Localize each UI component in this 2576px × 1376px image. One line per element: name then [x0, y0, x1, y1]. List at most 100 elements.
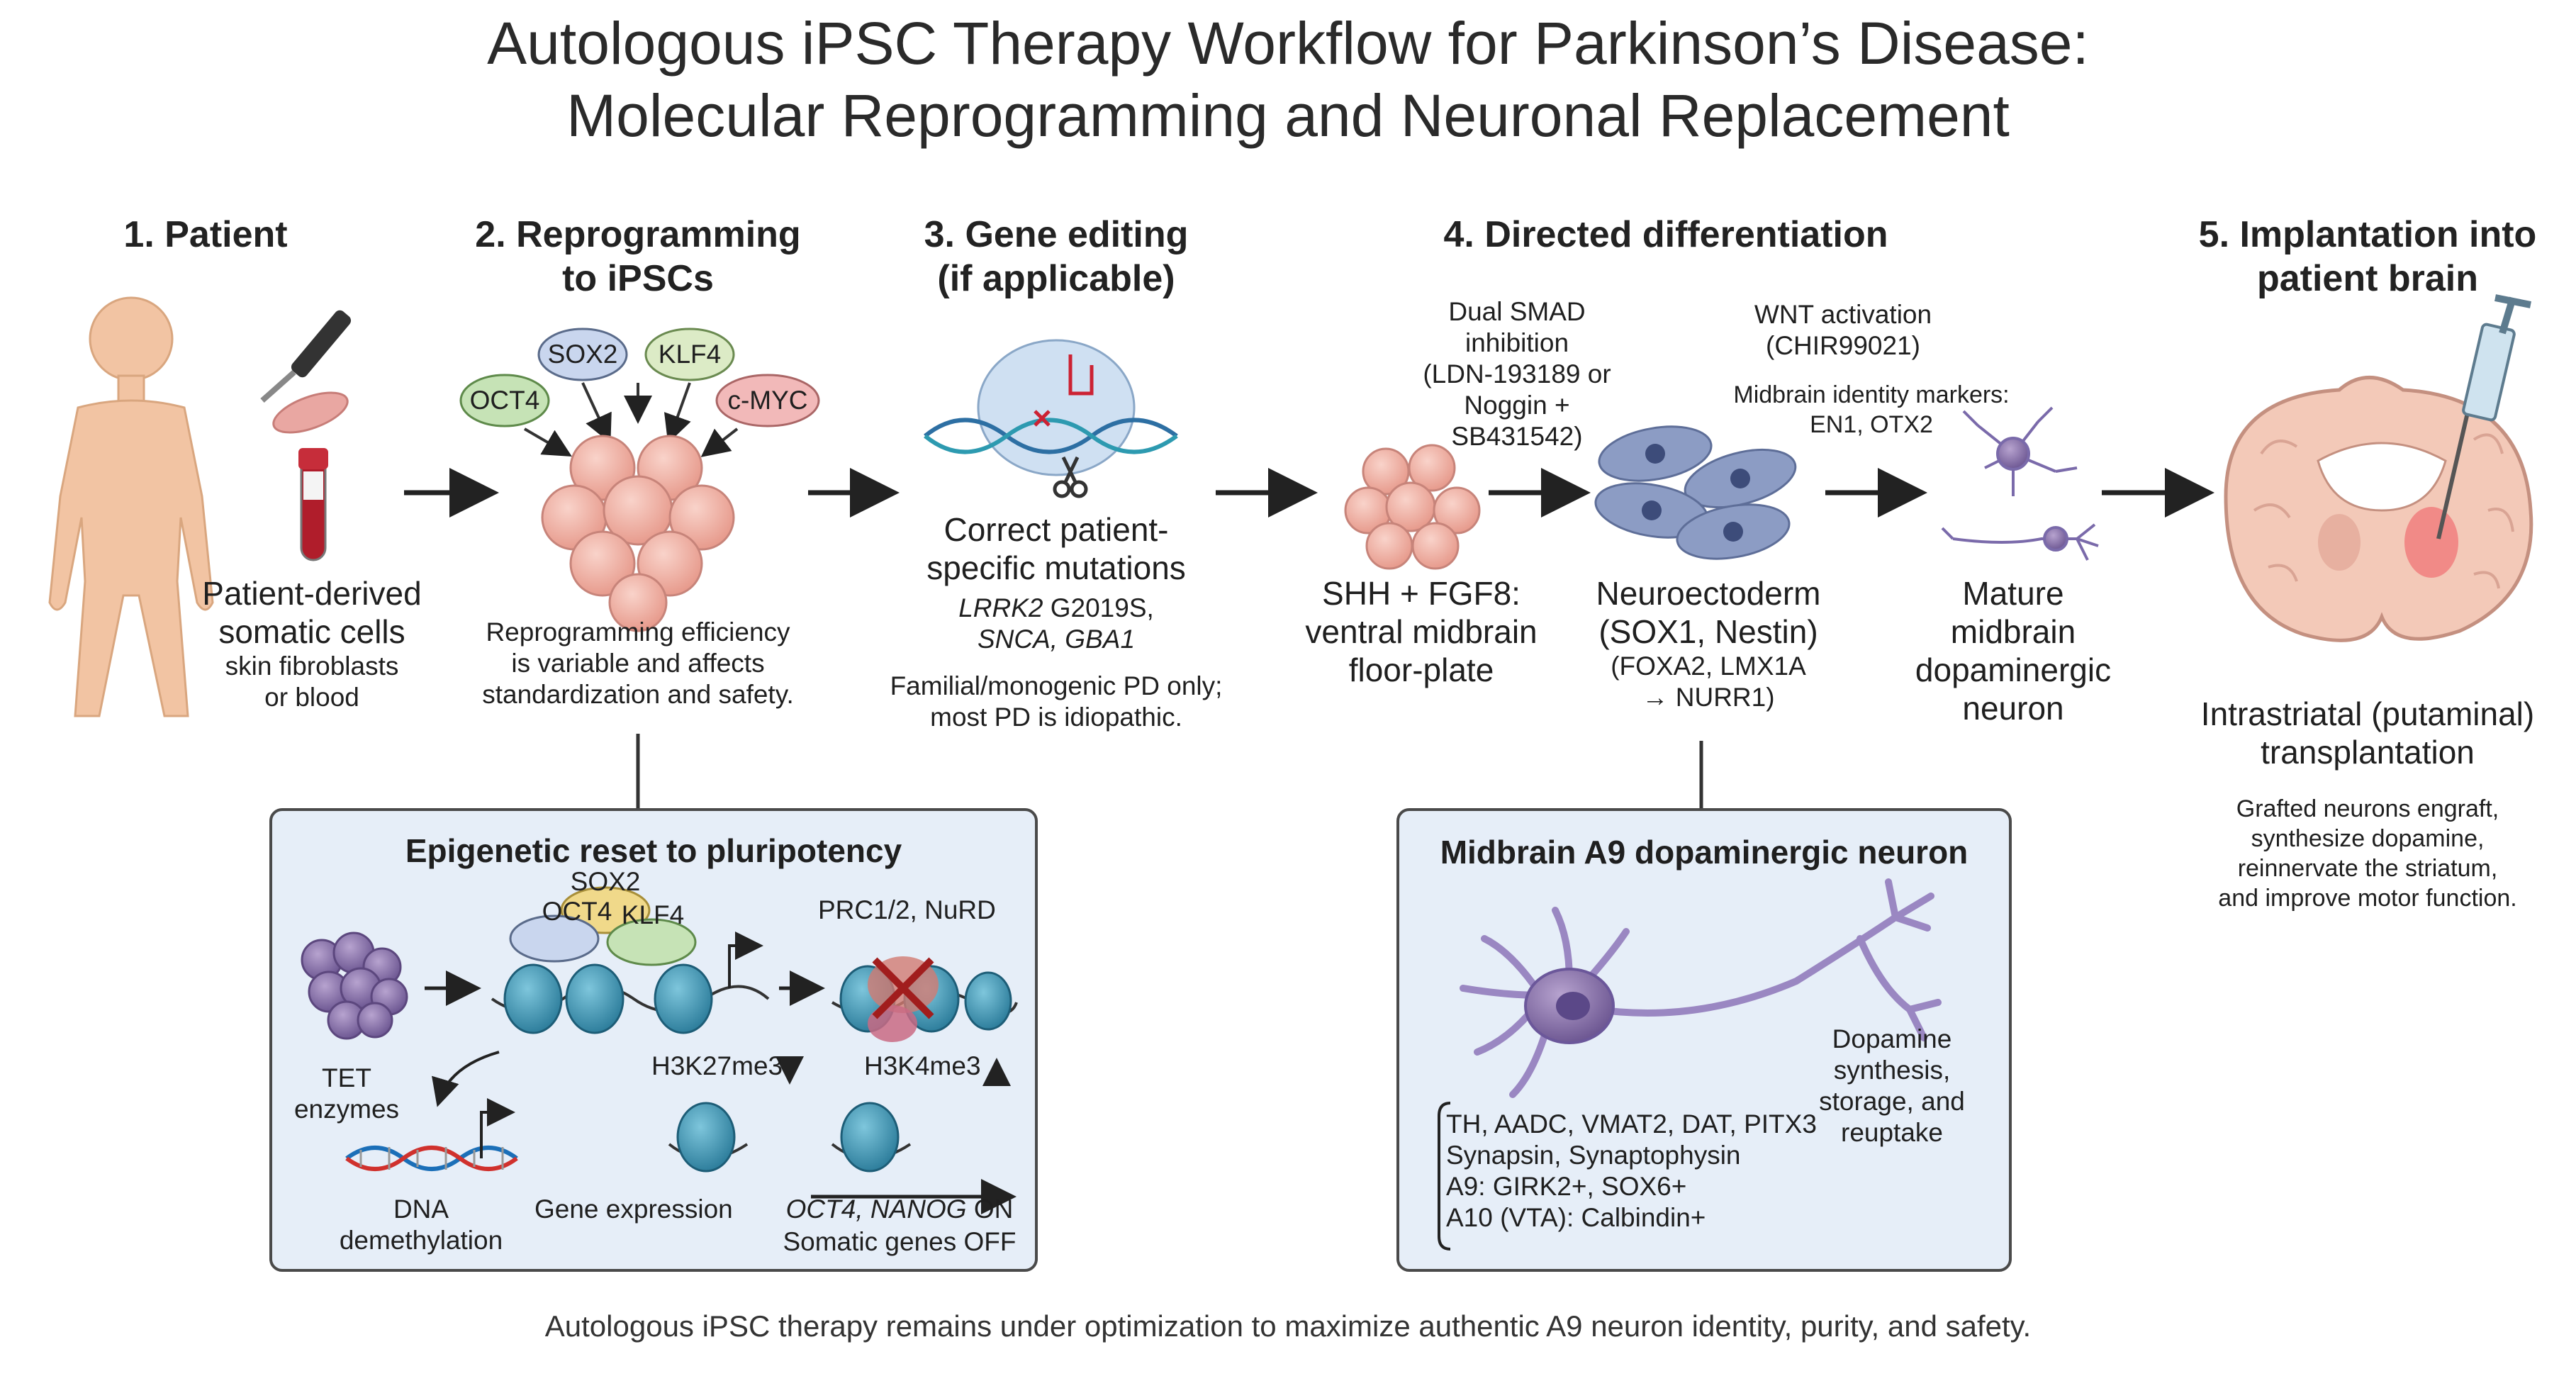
dual-smad-label: Dual SMAD inhibition (LDN-193189 or Nogg… — [1411, 296, 1623, 452]
fibroblast-icon — [272, 391, 349, 434]
dopamine-label: Dopamine synthesis, storage, and reuptak… — [1796, 1024, 1988, 1148]
dna-1: DNA — [393, 1195, 449, 1224]
somatic-cell-cluster-icon — [301, 932, 408, 1040]
dna-2: demethylation — [339, 1226, 503, 1255]
dual-smad-2: inhibition — [1465, 328, 1569, 357]
floorplate-2: ventral midbrain — [1305, 613, 1538, 650]
dual-smad-4: Noggin + — [1464, 391, 1570, 420]
lrrk2-gene: LRRK2 — [958, 593, 1043, 622]
implantation-note: Grafted neurons engraft, synthesize dopa… — [2176, 794, 2559, 913]
footer-note: Autologous iPSC therapy remains under op… — [544, 1309, 2032, 1343]
dual-smad-5: SB431542) — [1451, 422, 1583, 451]
title-line-2: Molecular Reprogramming and Neuronal Rep… — [566, 82, 2010, 149]
gene-editing-label-2: specific mutations — [926, 549, 1186, 586]
factor-cmyc — [715, 374, 820, 427]
dual-smad-3: (LDN-193189 or — [1423, 359, 1611, 388]
wnt-activation-label: WNT activation (CHIR99021) — [1694, 299, 1992, 362]
box-klf4-oval — [606, 918, 697, 966]
patient-sub-1: skin fibroblasts — [225, 651, 399, 681]
factor-oct4-label: OCT4 — [469, 386, 540, 415]
h3k4me3-label: H3K4me3 — [864, 1051, 981, 1080]
step-3-heading: 3. Gene editing (if applicable) — [858, 213, 1255, 301]
factor-cmyc-label: c-MYC — [727, 386, 808, 415]
prc-label: PRC1/2, NuRD — [818, 895, 996, 924]
mature-2: midbrain — [1950, 613, 2076, 650]
gene-expression-label: Gene expression — [534, 1195, 733, 1224]
implantation-note-3: reinnervate the striatum, — [2237, 855, 2498, 882]
step-4-heading: 4. Directed differentiation — [1443, 214, 1888, 255]
wnt-2: (CHIR99021) — [1766, 331, 1920, 360]
gene-editing-label-1: Correct patient- — [943, 511, 1169, 548]
factor-sox2 — [537, 328, 628, 381]
tet-2: enzymes — [293, 1095, 400, 1124]
step-3-line-1: 3. Gene editing — [924, 214, 1189, 255]
step-2-line-1: 2. Reprogramming — [475, 214, 801, 255]
dna-helix-icon — [345, 1146, 518, 1171]
putamen-graft-site — [2404, 507, 2458, 578]
gene-editing-genes-1: LRRK2 G2019S, — [865, 593, 1248, 624]
floorplate-cluster-icon — [1344, 444, 1481, 570]
box-oct4-oval — [509, 914, 600, 963]
wnt-1: WNT activation — [1754, 300, 1932, 329]
implantation-1: Intrastriatal (putaminal) — [2200, 695, 2535, 732]
page-title: Autologous iPSC Therapy Workflow for Par… — [0, 7, 2576, 152]
epigenetic-graphics — [301, 886, 1018, 1214]
markers-1: Midbrain identity markers: — [1733, 381, 2010, 408]
floorplate-label: SHH + FGF8: ventral midbrain floor-plate — [1304, 574, 1538, 689]
gene-editing-block: Correct patient- specific mutations LRRK… — [865, 510, 1248, 733]
reprogramming-note-3: standardization and safety. — [482, 680, 794, 709]
epigenetic-box-title: Epigenetic reset to pluripotency — [405, 832, 902, 869]
implantation-label: Intrastriatal (putaminal) transplantatio… — [2176, 695, 2559, 771]
patient-label-block: Patient-derived somatic cells skin fibro… — [170, 574, 454, 713]
a9-neuron-box: Midbrain A9 dopaminergic neuron Dopamine… — [1396, 808, 2012, 1272]
factor-oct4 — [459, 374, 550, 427]
blood-tube-icon — [298, 448, 328, 561]
implantation-note-1: Grafted neurons engraft, — [2236, 795, 2499, 822]
dopamine-3: storage, and — [1819, 1087, 1965, 1116]
a9-box-title: Midbrain A9 dopaminergic neuron — [1440, 834, 1969, 871]
factor-sox2-label: SOX2 — [547, 340, 618, 369]
neuroecto-1: Neuroectoderm — [1596, 575, 1821, 612]
tet-1: TET — [322, 1063, 371, 1092]
open-chromatin-nucleosomes — [503, 963, 713, 1034]
epigenetic-reset-box: Epigenetic reset to pluripotency — [269, 808, 1038, 1272]
box-klf4-label: KLF4 — [621, 900, 685, 929]
h3k27me3-nucleosome — [676, 1102, 736, 1173]
a9-marker-list: TH, AADC, VMAT2, DAT, PITX3 Synapsin, Sy… — [1446, 1109, 1843, 1234]
dopamine-1: Dopamine — [1832, 1024, 1952, 1053]
marker-bracket — [1438, 1102, 1451, 1251]
step-1-heading: 1. Patient — [123, 214, 288, 255]
dna-demethylation-label: DNA demethylation — [315, 1194, 527, 1256]
neuroecto-sub-1: (FOXA2, LMX1A — [1611, 651, 1806, 681]
lrrk2-variant: G2019S, — [1043, 593, 1154, 622]
oct4-nanog-genes: OCT4, NANOG — [785, 1195, 967, 1224]
somatic-off-label: Somatic genes OFF — [783, 1227, 1017, 1256]
title-line-1: Autologous iPSC Therapy Workflow for Par… — [487, 10, 2089, 77]
step-2-line-2: to iPSCs — [562, 258, 714, 299]
a9-neuron-icon — [1460, 878, 1942, 1098]
brain-coronal-icon — [2224, 376, 2533, 642]
box-oct4-label: OCT4 — [542, 897, 612, 926]
neuroectoderm-cells-icon — [1594, 425, 1797, 560]
neuroectoderm-label: Neuroectoderm (SOX1, Nestin) (FOXA2, LMX… — [1559, 574, 1857, 713]
implantation-note-4: and improve motor function. — [2218, 885, 2517, 912]
repression-cross-icon — [872, 957, 934, 1019]
mature-3: dopaminergic — [1915, 651, 2112, 688]
gene-editing-note-1: Familial/monogenic PD only; — [890, 671, 1223, 700]
floorplate-3: floor-plate — [1348, 651, 1494, 688]
step-5-line-1: 5. Implantation into — [2198, 214, 2537, 255]
reprogramming-note-1: Reprogramming efficiency — [486, 617, 790, 647]
tet-enzymes-label: TET enzymes — [286, 1063, 407, 1125]
mature-1: Mature — [1962, 575, 2064, 612]
pluripotency-on-label: OCT4, NANOG ON — [768, 1194, 1031, 1225]
gene-editing-genes-2: SNCA, GBA1 — [977, 625, 1136, 654]
step-5-heading: 5. Implantation into patient brain — [2169, 213, 2566, 301]
a9-marker-4: A10 (VTA): Calbindin+ — [1446, 1203, 1706, 1232]
mature-4: neuron — [1962, 690, 2064, 727]
a9-marker-2: Synapsin, Synaptophysin — [1446, 1141, 1741, 1170]
patient-label-2: somatic cells — [218, 613, 405, 650]
crispr-dna-icon — [924, 339, 1178, 498]
on-text: ON — [966, 1195, 1014, 1224]
human-figure-icon — [48, 296, 214, 717]
